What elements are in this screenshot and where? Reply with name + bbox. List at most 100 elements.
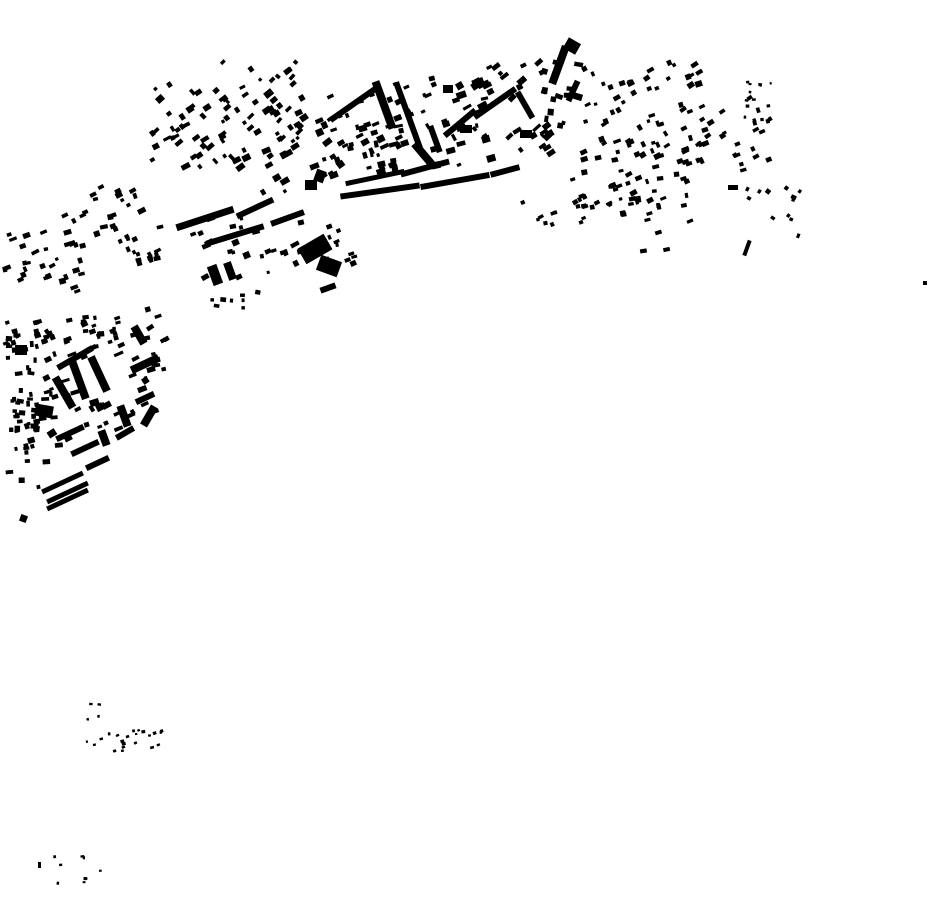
building (540, 67, 549, 75)
building (314, 117, 324, 125)
building (145, 323, 155, 332)
building (210, 298, 215, 302)
building (386, 96, 394, 104)
building (344, 112, 350, 119)
building (242, 250, 251, 260)
building (644, 178, 650, 185)
building (174, 138, 184, 148)
building (580, 169, 588, 176)
building (520, 130, 532, 138)
building (137, 384, 148, 394)
building (335, 228, 342, 234)
building (428, 75, 436, 82)
building (222, 153, 228, 159)
building (640, 140, 647, 148)
building (671, 62, 677, 68)
building (600, 140, 608, 147)
building (618, 197, 623, 201)
building (279, 249, 289, 256)
building (542, 143, 552, 152)
building (113, 425, 124, 433)
building (46, 487, 89, 512)
building (305, 180, 317, 190)
building (581, 193, 588, 201)
building (135, 251, 141, 257)
building (451, 96, 461, 104)
building (120, 739, 125, 744)
building (679, 105, 688, 113)
building (24, 450, 29, 455)
building (79, 242, 87, 249)
building (654, 85, 660, 91)
building (65, 317, 73, 323)
building (326, 93, 335, 100)
building (189, 231, 197, 237)
building (42, 459, 51, 465)
building (690, 60, 699, 69)
building (684, 192, 689, 199)
building (161, 366, 167, 372)
building (548, 44, 570, 86)
building (117, 341, 126, 349)
building (70, 388, 81, 396)
building (85, 740, 89, 744)
building (325, 223, 333, 230)
building (40, 338, 47, 345)
building (154, 93, 166, 104)
building (450, 133, 457, 142)
building (392, 81, 398, 87)
building (481, 132, 489, 141)
building (63, 241, 72, 248)
building (677, 101, 684, 109)
building (696, 156, 704, 163)
building (646, 196, 655, 205)
building (50, 415, 58, 420)
building (89, 702, 93, 706)
building (263, 88, 275, 99)
building (615, 149, 621, 155)
building (489, 164, 521, 178)
building (274, 73, 281, 80)
building (254, 289, 261, 295)
building (420, 109, 426, 114)
building (72, 428, 80, 435)
building (326, 116, 333, 123)
building (223, 114, 231, 122)
building (271, 173, 282, 183)
building (334, 241, 339, 248)
building (297, 233, 333, 265)
building (205, 142, 215, 152)
building (328, 170, 335, 178)
building (680, 202, 688, 208)
building (261, 146, 272, 155)
building (133, 741, 138, 745)
building (77, 257, 84, 264)
building (444, 130, 450, 136)
building (785, 213, 791, 219)
building (270, 209, 305, 227)
building (27, 397, 33, 401)
building (923, 281, 927, 285)
building (512, 126, 523, 135)
building (14, 429, 20, 434)
building (91, 323, 97, 328)
building (203, 238, 214, 247)
building (97, 429, 111, 447)
building (626, 79, 636, 88)
building (74, 406, 82, 413)
building (67, 351, 77, 358)
building (223, 261, 237, 281)
building (654, 229, 663, 236)
building (572, 92, 584, 102)
building (199, 135, 210, 144)
building (275, 117, 283, 124)
building (217, 131, 227, 141)
building (403, 84, 410, 90)
building (748, 82, 752, 86)
building (33, 357, 37, 363)
building (188, 88, 196, 96)
building (113, 350, 124, 358)
building (29, 340, 34, 348)
building (149, 357, 155, 362)
